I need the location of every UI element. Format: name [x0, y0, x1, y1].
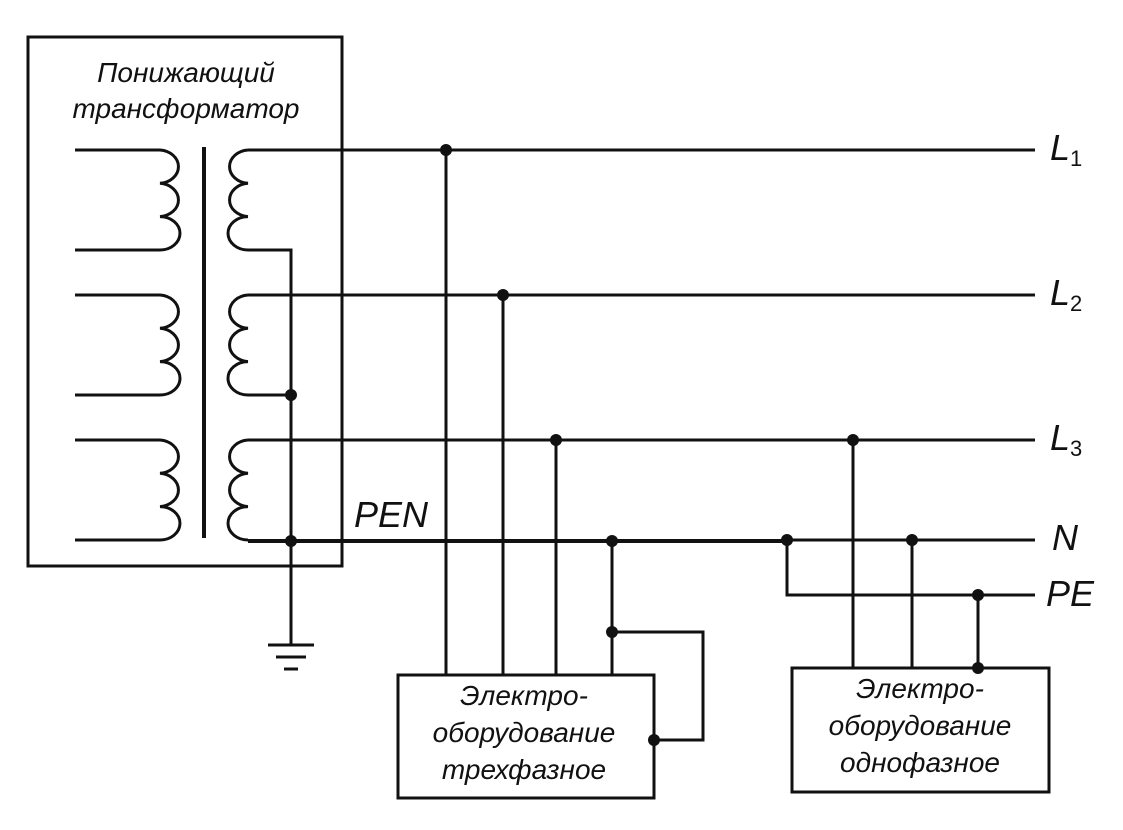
ground-symbol-icon — [268, 540, 314, 671]
equipment-3ph-line2: оборудование — [433, 717, 616, 748]
label-l1: L1 — [1050, 127, 1082, 171]
equipment-1ph-line2: оборудование — [829, 710, 1012, 741]
junction-dot-icon — [781, 534, 793, 546]
equipment-three-phase-box — [396, 673, 656, 800]
label-l2: L2 — [1050, 272, 1082, 316]
junction-dot-icon — [606, 626, 618, 638]
line-pe — [785, 540, 1035, 597]
equipment-3ph-line1: Электро- — [460, 680, 588, 711]
secondary-winding-2 — [226, 293, 291, 397]
primary-winding-1 — [75, 148, 182, 252]
equipment-single-phase-box — [790, 666, 1051, 794]
junction-dot-icon — [497, 289, 509, 301]
equipment-single-phase: Электро- оборудование однофазное — [790, 666, 1051, 794]
primary-winding-2 — [75, 293, 182, 397]
equipment-1ph-line1: Электро- — [856, 673, 984, 704]
junction-dot-icon — [285, 535, 297, 547]
junction-dot-icon — [550, 434, 562, 446]
transformer: Понижающий трансформатор — [26, 35, 344, 568]
secondary-winding-1 — [226, 148, 293, 540]
equipment-3ph-line3: трехфазное — [442, 754, 606, 785]
equipment-three-phase: Электро- оборудование трехфазное — [396, 673, 656, 800]
junction-dot-icon — [285, 389, 297, 401]
label-pe: PE — [1046, 573, 1095, 614]
transformer-title-line2: трансформатор — [72, 93, 299, 124]
junction-dot-icon — [440, 144, 452, 156]
junction-dot-icon — [847, 434, 859, 446]
secondary-winding-3 — [226, 438, 249, 542]
junction-dot-icon — [972, 589, 984, 601]
junction-dot-icon — [606, 535, 618, 547]
junction-dot-icon — [972, 662, 984, 674]
junction-dot-icon — [648, 734, 660, 746]
label-n: N — [1052, 517, 1079, 558]
junction-dot-icon — [906, 534, 918, 546]
transformer-title-line1: Понижающий — [97, 57, 275, 88]
protective-loop-3ph — [612, 630, 705, 742]
equipment-1ph-line3: однофазное — [840, 747, 1000, 778]
label-l3: L3 — [1050, 417, 1082, 461]
label-pen: PEN — [354, 494, 429, 535]
primary-winding-3 — [75, 438, 182, 542]
